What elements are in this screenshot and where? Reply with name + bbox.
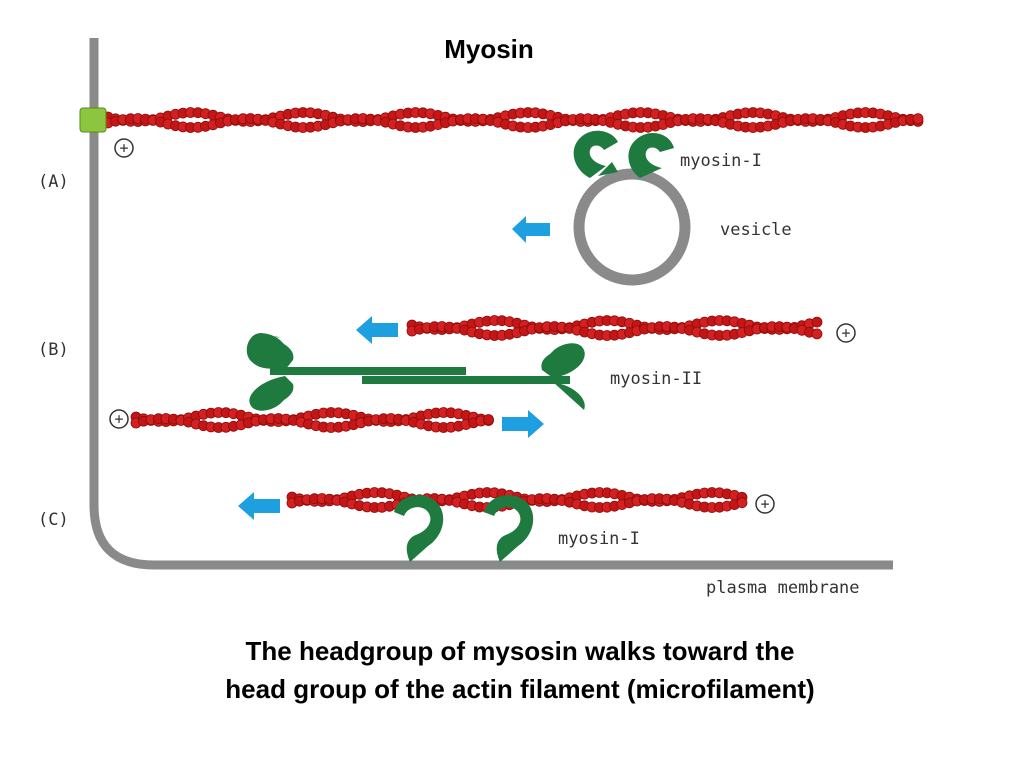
myosin-2-filament [246, 333, 585, 411]
svg-text:+: + [760, 495, 769, 513]
svg-text:+: + [841, 324, 850, 342]
vesicle-label: vesicle [720, 220, 792, 240]
direction-arrow-c [238, 492, 280, 520]
myosin-1-head-c-left [394, 495, 444, 562]
myosin-1-head-a-right [628, 133, 674, 178]
actin-filament-b-bottom [130, 407, 494, 433]
caption-line-2: head group of the actin filament (microf… [225, 674, 815, 704]
direction-arrow-b-top [356, 316, 398, 344]
plasma-membrane-label: plasma membrane [706, 578, 860, 598]
panel-label-c: (C) [38, 510, 69, 530]
actin-filament-b-top [406, 315, 823, 341]
plus-end-marker-a: + [114, 138, 134, 158]
caption-line-1: The headgroup of mysosin walks toward th… [245, 636, 795, 666]
myosin-1-head-a-left [573, 130, 618, 178]
myosin-1-label-bottom: myosin-I [558, 529, 640, 549]
panel-label-b: (B) [38, 340, 69, 360]
myosin-2-label: myosin-II [610, 369, 702, 389]
actin-bead [483, 414, 494, 425]
plus-end-marker-b-bottom: + [109, 409, 129, 429]
myosin-diagram: + + + + (A) (B) (C) myosin-I vesicle myo… [38, 38, 924, 598]
page-title: Myosin [444, 34, 534, 64]
svg-text:+: + [119, 139, 128, 157]
membrane-anchor [79, 107, 107, 133]
actin-bead [912, 113, 924, 124]
actin-bead [736, 497, 748, 509]
caption: The headgroup of mysosin walks toward th… [0, 632, 1024, 708]
actin-bead [811, 316, 823, 328]
myosin-1-head-c-right [484, 495, 534, 562]
actin-filament-c [286, 487, 748, 513]
panel-label-a: (A) [38, 172, 69, 192]
plus-end-marker-c: + [755, 494, 775, 514]
svg-text:+: + [114, 410, 123, 428]
vesicle [573, 168, 691, 286]
actin-filament-a [102, 107, 924, 133]
plus-end-marker-b-top: + [836, 323, 856, 343]
direction-arrow-b-bottom [502, 410, 544, 438]
myosin-1-label-top: myosin-I [680, 151, 762, 171]
plasma-membrane-line [89, 38, 893, 570]
myosin-1-neck-a-left [598, 162, 618, 176]
direction-arrow-a [512, 216, 550, 243]
actin-bead [811, 328, 823, 340]
